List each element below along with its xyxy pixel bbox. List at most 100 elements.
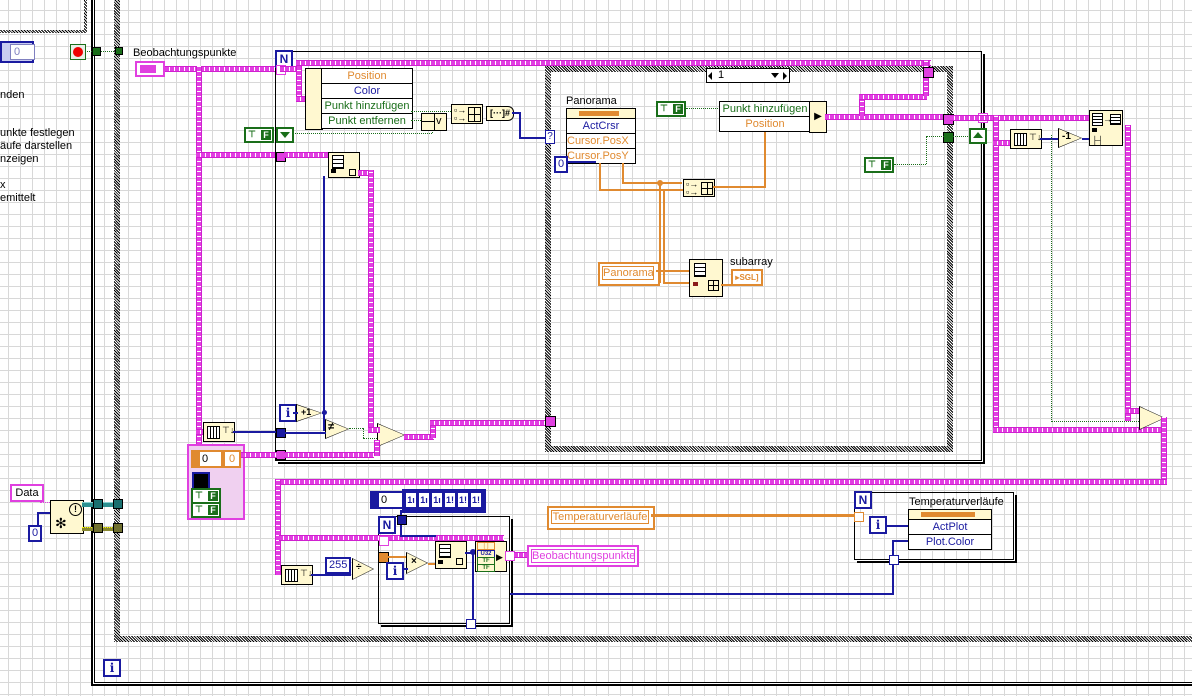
array-size-function[interactable]: ⊤↓	[281, 565, 313, 585]
for-loop-colors[interactable]	[378, 516, 510, 624]
comment-line: nzeigen	[0, 153, 39, 165]
property-node-2[interactable]: Punkt hinzufügen Position	[719, 101, 811, 132]
cluster-numeric-value: 0	[223, 450, 241, 468]
outer-loop-iteration-terminal[interactable]: i	[103, 659, 121, 677]
shift-register-down[interactable]	[276, 127, 294, 143]
for-loop-count-terminal: N	[854, 491, 872, 509]
index-array-function[interactable]	[435, 541, 467, 569]
increment-label: +1	[301, 407, 312, 417]
for-loop-iteration-terminal: i	[386, 562, 404, 580]
property-actplot[interactable]: ActPlot	[909, 520, 991, 535]
array-element[interactable]: 1ı	[419, 493, 429, 507]
case-selector[interactable]: 1	[706, 68, 790, 83]
array-element[interactable]: 1!	[445, 493, 455, 507]
not-equal-function[interactable]	[326, 420, 348, 438]
tunnel	[943, 132, 954, 143]
case-prev-icon[interactable]	[707, 69, 712, 82]
panorama-local-label: Panorama	[602, 266, 654, 280]
stop-icon	[73, 47, 83, 57]
zero-constant[interactable]: 0	[28, 525, 43, 542]
data-terminal[interactable]: Data	[10, 484, 44, 502]
array-element[interactable]: 1ı	[432, 493, 442, 507]
select-function[interactable]	[1140, 407, 1164, 429]
decrement-function[interactable]	[1059, 129, 1081, 147]
auto-index-tunnel	[889, 555, 899, 565]
tunnel	[923, 67, 934, 78]
panorama-property-node[interactable]: ActCrsr Cursor.PosX Cursor.PosY	[566, 108, 636, 164]
type-tf: TF	[477, 564, 495, 572]
property-cursor-posx[interactable]: Cursor.PosX	[567, 134, 635, 149]
cluster-constant[interactable]: 0 0 ⊤F ⊤F	[187, 444, 245, 520]
auto-index-tunnel	[466, 619, 476, 629]
false-constant[interactable]: ⊤F	[244, 127, 274, 143]
for-loop-main[interactable]	[275, 51, 982, 461]
stop-button-terminal[interactable]	[70, 44, 86, 60]
bundle-cluster[interactable]: [ ] U32 TF TF ▶	[475, 541, 507, 572]
tunnel	[93, 499, 103, 509]
array-size-function[interactable]: ⊤↓	[203, 422, 235, 442]
array-subset-function[interactable]	[689, 259, 723, 297]
beobachtungspunkte-local-label: Beobachtungspunkte	[531, 549, 636, 563]
array-size-function[interactable]: ⊤↓	[1010, 129, 1042, 149]
array-element[interactable]: 1ı	[406, 493, 416, 507]
subarray-type: SGL	[739, 273, 756, 282]
property-color[interactable]: Color	[322, 84, 412, 99]
temperatur-property-node[interactable]: ActPlot Plot.Color	[908, 509, 992, 550]
for-loop-plot[interactable]	[854, 492, 1014, 560]
temperaturverlaeufe-local-variable[interactable]: Temperaturverläufe	[547, 506, 655, 530]
subarray-label: subarray	[730, 256, 773, 268]
false-constant[interactable]: ⊤F	[191, 502, 221, 518]
tunnel	[113, 523, 123, 533]
zero-constant[interactable]: 0	[554, 156, 569, 173]
property-actcrsr[interactable]: ActCrsr	[567, 119, 635, 134]
tunnel	[113, 499, 123, 509]
outer-while-loop[interactable]	[94, 0, 1192, 683]
case-dropdown-icon[interactable]	[771, 73, 779, 78]
error-node[interactable]: ! ✻	[50, 500, 84, 534]
multiply-function[interactable]	[407, 553, 427, 573]
property-cursor-posy[interactable]: Cursor.PosY	[567, 150, 629, 162]
shift-register-up[interactable]	[969, 128, 987, 144]
subarray-indicator[interactable]: ▸SGL]	[731, 269, 763, 286]
array-index-value: 0	[381, 494, 388, 506]
numeric-value: 0	[10, 44, 35, 60]
multiply-label: ×	[411, 556, 417, 567]
or-function[interactable]: v	[421, 113, 447, 131]
property-punkt-entfernen[interactable]: Punkt entfernen	[328, 115, 406, 127]
tunnel	[397, 515, 407, 525]
property-plot-color[interactable]: Plot.Color	[925, 536, 975, 548]
property-position[interactable]: Position	[745, 118, 785, 130]
increment-function[interactable]	[297, 405, 321, 421]
boolean-array-to-number[interactable]: [···]#	[486, 106, 514, 121]
numeric-control[interactable]: 0	[0, 41, 35, 63]
constant-255[interactable]: 255	[325, 557, 352, 574]
property-punkt-hinzufuegen[interactable]: Punkt hinzufügen	[322, 99, 412, 114]
array-element[interactable]: 1!	[471, 493, 481, 507]
property-punkt-hinzufuegen[interactable]: Punkt hinzufügen	[720, 102, 810, 117]
case-next-icon[interactable]	[783, 72, 787, 80]
property-node-rows[interactable]: Position Color Punkt hinzufügen Punkt en…	[321, 68, 413, 129]
tunnel	[92, 47, 101, 56]
build-array-function[interactable]: ▫→▫→	[683, 179, 715, 197]
beobachtungspunkte-terminal[interactable]	[135, 61, 165, 77]
select-function[interactable]	[378, 424, 404, 446]
warning-icon: !	[69, 503, 82, 516]
array-element[interactable]: 1!	[458, 493, 468, 507]
beobachtungspunkte-local-variable[interactable]: Beobachtungspunkte	[527, 545, 639, 567]
panorama-local-variable[interactable]: Panorama	[598, 262, 660, 286]
cluster-index-value: 0	[202, 453, 209, 465]
array-constant[interactable]: 0	[370, 491, 404, 509]
false-constant[interactable]: ⊤F	[864, 157, 894, 173]
divide-function[interactable]	[353, 559, 373, 579]
build-array-function[interactable]: ▫→▫→	[451, 104, 483, 124]
auto-index-tunnel	[379, 536, 389, 546]
beobachtungspunkte-label: Beobachtungspunkte	[133, 47, 237, 59]
false-constant[interactable]: ⊤F	[656, 101, 686, 117]
property-position[interactable]: Position	[322, 69, 412, 84]
delete-from-array-function[interactable]: → ├┤	[1089, 110, 1123, 146]
case-selector-terminal[interactable]: ?	[545, 130, 555, 144]
for-loop-count-terminal: N	[378, 516, 396, 534]
comment-line: nden	[0, 89, 25, 101]
index-array-function[interactable]	[328, 152, 360, 178]
